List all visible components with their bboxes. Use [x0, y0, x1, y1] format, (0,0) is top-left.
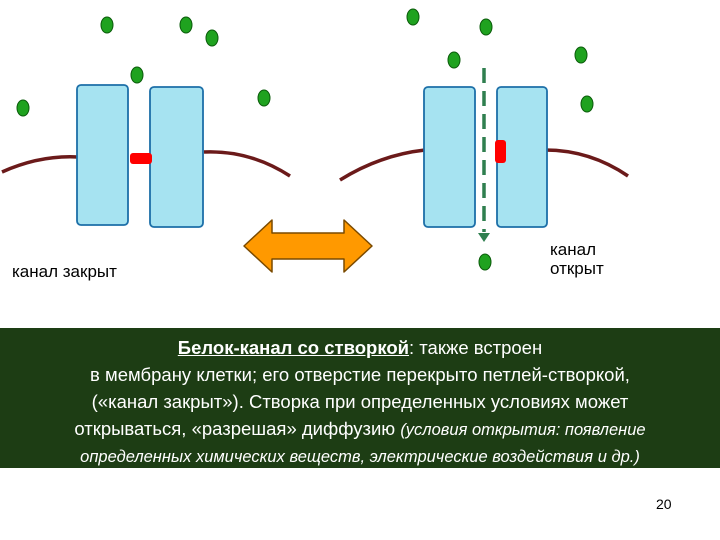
particle [447, 51, 461, 69]
open-channel-label: канал открыт [550, 240, 640, 278]
membrane-left-outer [1, 155, 79, 174]
particle [130, 66, 144, 84]
open-channel-group [339, 8, 629, 271]
membrane-left-outer [339, 148, 426, 182]
channel-diagram [1, 8, 629, 273]
caption-line-2: в мембрану клетки; его отверстие перекры… [90, 364, 630, 385]
particle [205, 29, 219, 47]
particle [179, 16, 193, 34]
channel-protein-left-subunit [423, 86, 476, 228]
caption-term: Белок-канал со створкой [177, 337, 410, 358]
channel-protein-right-subunit [149, 86, 204, 228]
channel-protein-left-subunit [76, 84, 129, 226]
caption-box: Белок-канал со створкой: также встроен в… [0, 328, 720, 468]
gate-closed [130, 153, 152, 164]
caption-line-1: Белок-канал со створкой: также встроен [0, 334, 720, 361]
particle [479, 18, 493, 36]
particle [257, 89, 271, 107]
particle [580, 95, 594, 113]
particle [574, 46, 588, 64]
diffusion-arrowhead-icon [478, 233, 490, 242]
closed-channel-group [1, 16, 291, 228]
caption-line-4-plain: открываться, «разрешая» диффузию [74, 418, 401, 439]
particle [16, 99, 30, 117]
caption-line-4: открываться, «разрешая» диффузию (услови… [0, 415, 720, 444]
membrane-right-outer [544, 148, 629, 178]
gate-open [495, 140, 506, 163]
caption-line-5: определенных химических веществ, электри… [80, 448, 640, 466]
caption-line-1-rest: : также встроен [409, 337, 543, 358]
page-number: 20 [656, 496, 672, 512]
closed-channel-label: канал закрыт [12, 262, 117, 281]
double-arrow-icon [243, 219, 373, 273]
open-channel-label-line2: открыт [550, 259, 604, 278]
caption-line-3: («канал закрыт»). Створка при определенн… [91, 391, 629, 412]
particle [406, 8, 420, 26]
particle [478, 253, 492, 271]
membrane-right-outer [203, 150, 291, 178]
open-channel-label-line1: канал [550, 240, 597, 259]
caption-line-4-italic: (условия открытия: появление [400, 421, 646, 439]
particle [100, 16, 114, 34]
